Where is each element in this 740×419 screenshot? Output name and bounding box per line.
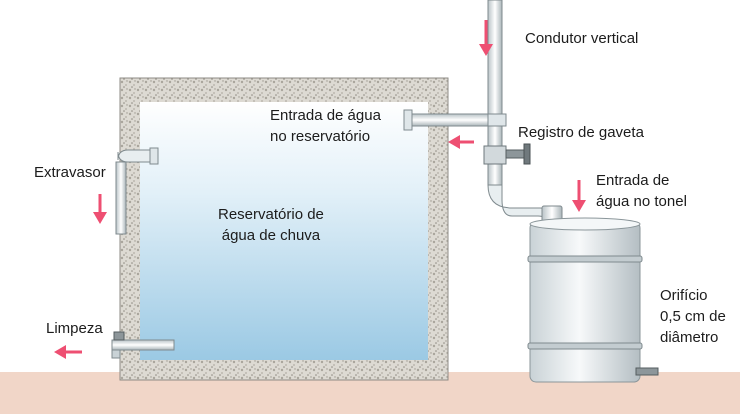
arrow-left-limpeza <box>54 345 82 359</box>
downpipe <box>483 0 563 223</box>
label-reservatorio: Reservatório de água de chuva <box>218 204 324 246</box>
arrow-down-tonel <box>572 180 586 212</box>
reservoir-walls <box>119 77 449 381</box>
label-entrada-reservatorio-line2: no reservatório <box>270 128 371 145</box>
label-orificio-line1: Orifício <box>660 287 708 304</box>
arrow-left-inlet <box>448 135 474 149</box>
overflow-pipe <box>115 147 159 235</box>
label-extravasor: Extravasor <box>34 164 106 181</box>
label-reservatorio-line1: Reservatório de <box>218 206 324 223</box>
arrow-down-extravasor <box>93 194 107 224</box>
label-entrada-tonel-line1: Entrada de <box>596 172 670 189</box>
label-limpeza: Limpeza <box>46 320 103 337</box>
arrow-down-condutor <box>479 20 493 56</box>
label-entrada-reservatorio-line1: Entrada de água <box>270 107 381 124</box>
label-registro-gaveta: Registro de gaveta <box>518 124 644 141</box>
label-entrada-reservatorio: Entrada de água no reservatório <box>270 105 381 147</box>
label-reservatorio-line2: água de chuva <box>221 227 321 244</box>
label-orificio-line2: 0,5 cm de <box>660 308 726 325</box>
flow-arrows <box>54 20 586 359</box>
barrel <box>527 217 659 383</box>
label-entrada-tonel-line2: água no tonel <box>596 193 687 210</box>
gate-valve <box>483 143 531 165</box>
inlet-pipe <box>403 109 489 131</box>
label-condutor-vertical: Condutor vertical <box>525 30 639 47</box>
drain-pipe <box>111 331 175 359</box>
label-orificio-line3: diâmetro <box>660 329 719 346</box>
label-entrada-tonel: Entrada de água no tonel <box>596 170 687 212</box>
label-orificio: Orifício 0,5 cm de diâmetro <box>660 285 726 348</box>
